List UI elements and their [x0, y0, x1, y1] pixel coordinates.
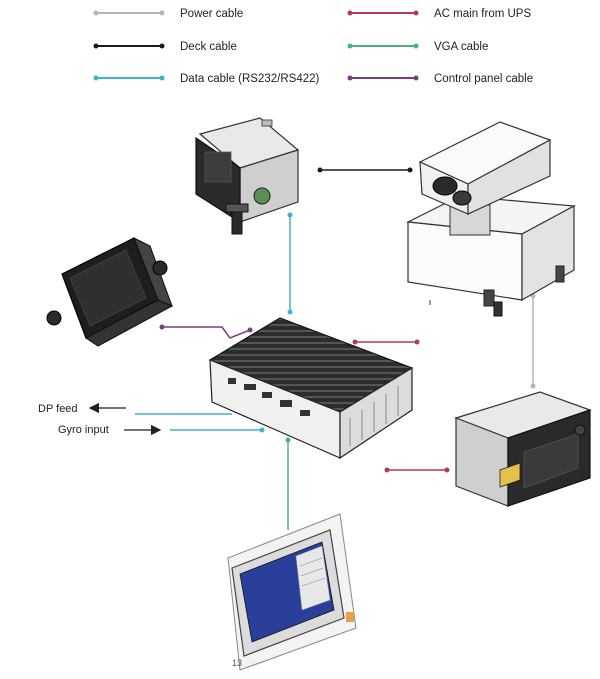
power-box-device: [454, 391, 592, 507]
legend-label-power: Power cable: [180, 8, 243, 20]
control-panel-device: [46, 236, 174, 347]
vga-cable-dot: [285, 437, 291, 443]
legend-dot-control: [347, 75, 353, 81]
legend-dot-data: [93, 75, 99, 81]
control-panel-cable-line: [162, 326, 251, 339]
ac-main-processor-dot: [352, 339, 358, 345]
cables: [135, 167, 536, 530]
legend-label-control: Control panel cable: [434, 73, 533, 85]
external-io: DP feed Gyro input: [38, 402, 162, 436]
legend-dot-ac: [413, 10, 419, 16]
legend-label-ac: AC main from UPS: [434, 8, 531, 20]
processor-unit-device: [208, 317, 414, 460]
ac-main-processor-dot: [414, 339, 420, 345]
legend: Power cable AC main from UPS Deck cable …: [93, 8, 533, 85]
legend-dot-vga: [347, 43, 353, 49]
data-cable-dot: [287, 212, 293, 218]
legend-deck-cable: Deck cable: [93, 41, 237, 53]
knob-icon: [46, 310, 62, 326]
deck-cable-dot: [317, 167, 323, 173]
power-cable-dot: [530, 383, 536, 389]
legend-dot-control: [413, 75, 419, 81]
screw-icon: [574, 424, 586, 436]
deck-cable-dot: [407, 167, 413, 173]
control-panel-cable-dot: [247, 327, 253, 333]
monitor-device: 13: [227, 513, 357, 671]
legend-control-panel-cable: Control panel cable: [347, 73, 533, 85]
gyro-input-label: Gyro input: [58, 424, 109, 436]
gland-icon: [253, 187, 271, 205]
legend-dot-power: [159, 10, 165, 16]
legend-dot-data: [159, 75, 165, 81]
legend-label-deck: Deck cable: [180, 41, 237, 53]
monitor-corner-text: 13: [232, 658, 242, 668]
knob-icon: [152, 260, 168, 276]
ac-main-powerbox-dot: [384, 467, 390, 473]
legend-power-cable: Power cable: [93, 8, 243, 20]
data-cable-dot: [287, 309, 293, 315]
legend-label-vga: VGA cable: [434, 41, 488, 53]
junction-box-device: [195, 117, 300, 235]
legend-dot-deck: [159, 43, 165, 49]
legend-data-cable: Data cable (RS232/RS422): [93, 73, 320, 85]
control-panel-cable-dot: [159, 324, 165, 330]
legend-label-data: Data cable (RS232/RS422): [180, 73, 320, 85]
camera-device: [405, 121, 577, 317]
legend-dot-deck: [93, 43, 99, 49]
lens-icon: [432, 176, 458, 196]
legend-ac-main: AC main from UPS: [347, 8, 531, 20]
legend-dot-power: [93, 10, 99, 16]
dp-feed-label: DP feed: [38, 403, 78, 415]
legend-dot-vga: [413, 43, 419, 49]
legend-dot-ac: [347, 10, 353, 16]
gyro-data-dot: [259, 427, 265, 433]
ac-main-powerbox-dot: [444, 467, 450, 473]
legend-vga-cable: VGA cable: [347, 41, 488, 53]
lens-icon: [452, 190, 472, 206]
